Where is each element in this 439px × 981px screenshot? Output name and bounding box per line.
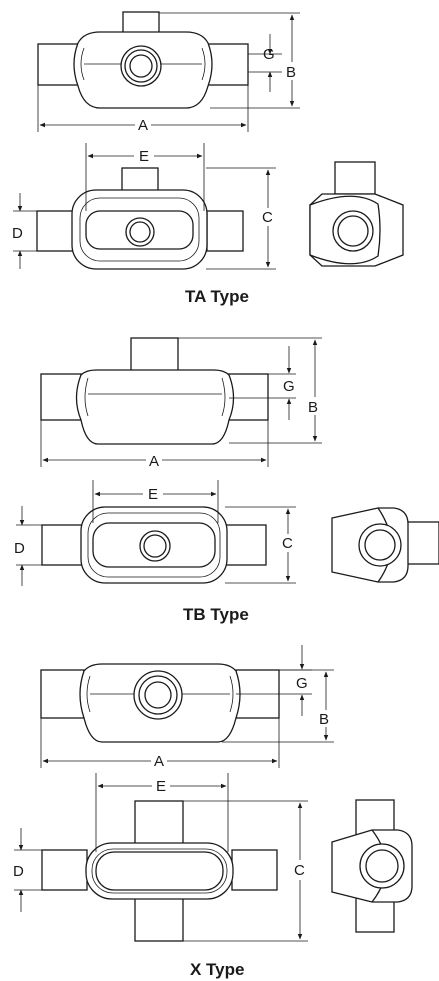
tb-label-b: B	[308, 399, 318, 416]
x-type-figure: G B A	[13, 645, 413, 979]
ta-type-caption: TA Type	[185, 287, 249, 306]
x-label-g: G	[296, 675, 308, 692]
x-label-c: C	[294, 862, 305, 879]
tb-dim-a: A	[40, 420, 269, 470]
tb-type-figure: G B A	[14, 337, 439, 624]
tb-dim-c: C	[225, 506, 296, 584]
x-dim-a: A	[40, 718, 280, 770]
x-dim-d: D	[13, 828, 42, 912]
x-type-caption: X Type	[190, 960, 244, 979]
tb-label-c: C	[282, 535, 293, 552]
tb-dim-b: B	[178, 337, 322, 444]
ta-label-d: D	[12, 225, 23, 242]
tb-side-view	[331, 507, 439, 583]
ta-label-c: C	[262, 209, 273, 226]
ta-dim-d: D	[12, 193, 37, 269]
ta-label-e: E	[139, 148, 149, 165]
tb-label-g: G	[283, 378, 295, 395]
ta-label-b: B	[286, 64, 296, 81]
tb-type-caption: TB Type	[183, 605, 249, 624]
tb-dim-e: E	[92, 480, 219, 523]
ta-label-a: A	[138, 117, 148, 134]
x-front-view	[41, 800, 278, 942]
ta-top-view	[37, 11, 249, 109]
tb-dim-g: G	[229, 346, 296, 420]
x-dim-b: B	[222, 669, 334, 743]
tb-dim-d: D	[14, 506, 42, 586]
tb-front-view	[41, 506, 267, 584]
tb-label-e: E	[148, 486, 158, 503]
tb-label-d: D	[14, 540, 25, 557]
x-dim-e: E	[95, 773, 229, 852]
ta-type-figure: G B A	[12, 11, 404, 306]
ta-dim-e: E	[85, 143, 205, 211]
x-label-d: D	[13, 863, 24, 880]
x-label-a: A	[154, 753, 164, 770]
ta-front-view	[36, 167, 244, 270]
x-dim-c: C	[183, 800, 308, 942]
ta-dim-c: C	[206, 167, 276, 270]
ta-dim-a: A	[37, 85, 249, 134]
x-label-e: E	[156, 778, 166, 795]
ta-dim-g: G	[248, 34, 282, 92]
ta-label-g: G	[263, 46, 275, 63]
ta-side-view	[309, 161, 404, 267]
x-side-view	[331, 799, 413, 933]
tb-label-a: A	[149, 453, 159, 470]
x-label-b: B	[319, 711, 329, 728]
ta-dim-b: B	[159, 12, 300, 109]
tb-top-view	[40, 337, 269, 445]
x-top-view	[40, 663, 280, 743]
